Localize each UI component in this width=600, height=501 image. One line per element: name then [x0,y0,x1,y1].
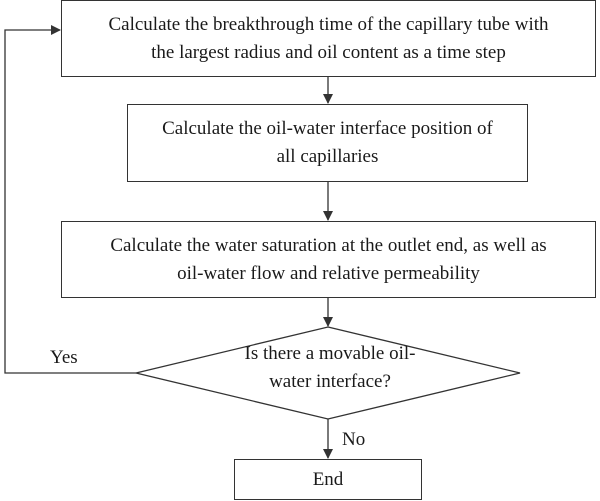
decision-line2: water interface? [269,371,391,392]
step-calculate-water-saturation: Calculate the water saturation at the ou… [61,221,596,298]
arrow-yes-loop [4,25,136,374]
step2-line1: Calculate the oil-water interface positi… [162,118,493,139]
decision-question: Is there a movable oil- water interface? [195,340,465,396]
no-label: No [342,429,366,450]
step2-line2: all capillaries [276,146,379,167]
step3-line2: oil-water flow and relative permeability [177,262,480,284]
end-terminal: End [234,459,422,500]
step1-line1: Calculate the breakthrough time of the c… [108,13,549,35]
decision-line1: Is there a movable oil- [244,343,416,364]
step1-line2: the largest radius and oil content as a … [151,41,506,63]
step-calculate-interface-position: Calculate the oil-water interface positi… [127,104,528,182]
step3-line1: Calculate the water saturation at the ou… [110,234,547,256]
end-label: End [312,468,344,490]
yes-label: Yes [50,347,78,368]
step-calculate-breakthrough-time: Calculate the breakthrough time of the c… [61,0,596,77]
